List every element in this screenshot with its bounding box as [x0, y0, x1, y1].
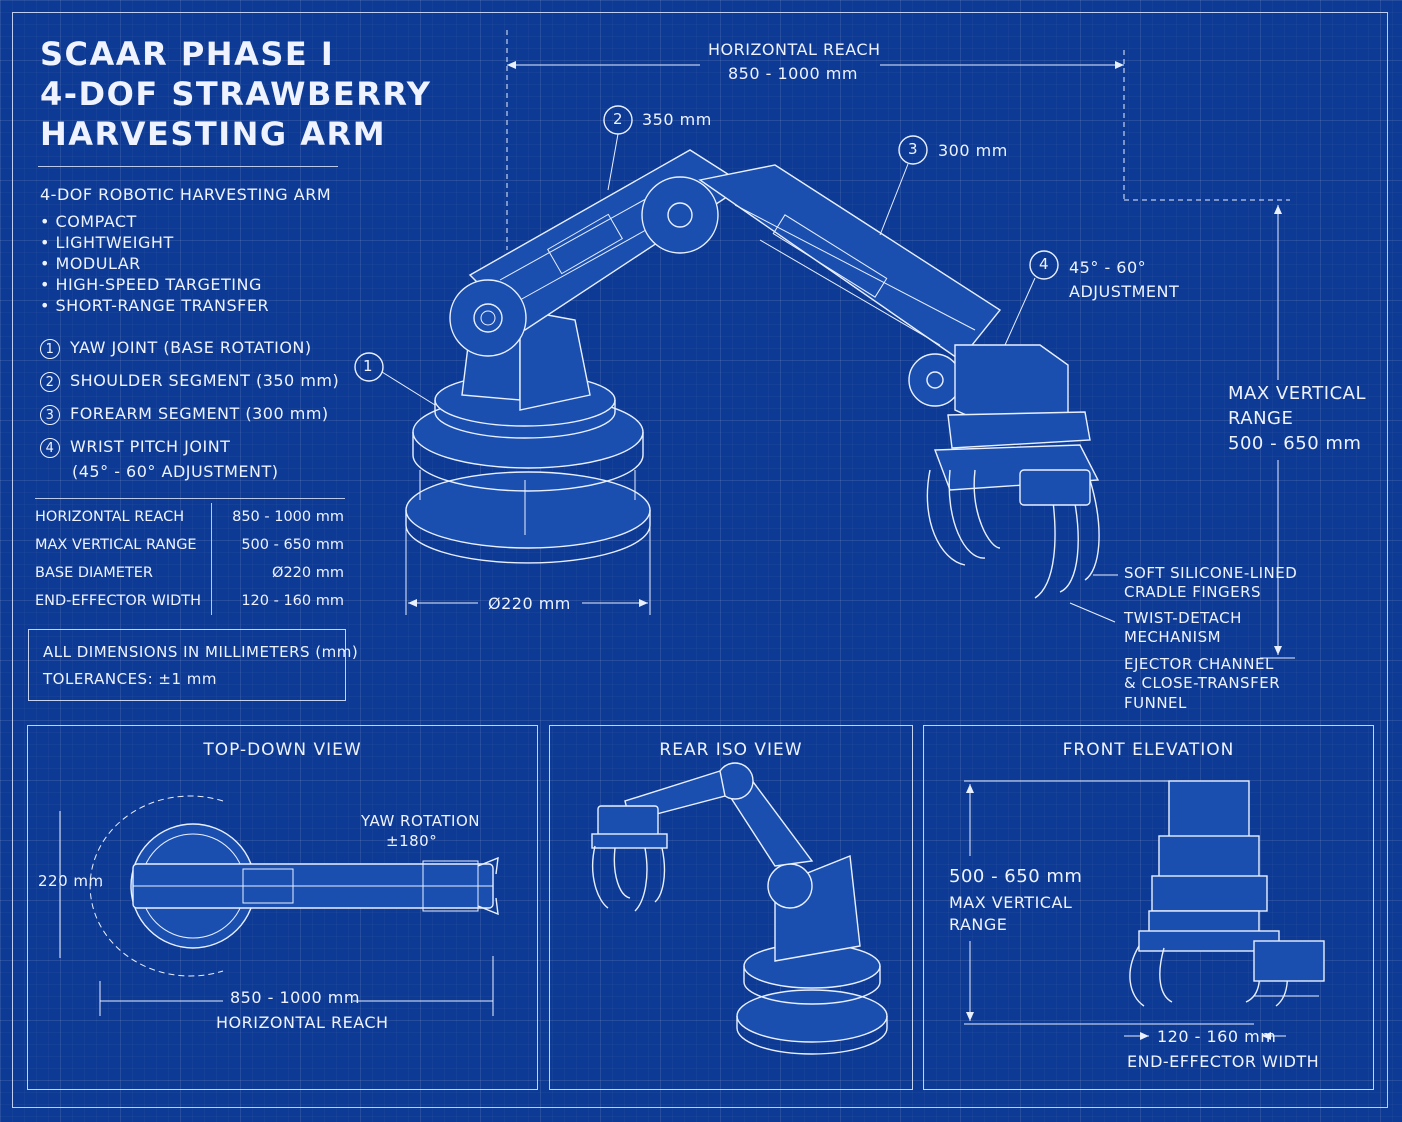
spec-key: BASE DIAMETER — [35, 559, 212, 587]
vertical-range-label: MAX VERTICAL — [1228, 383, 1366, 404]
callout-number: 3 — [40, 404, 60, 425]
part-label: SHOULDER SEGMENT (350 mm) — [70, 371, 340, 390]
gripper-note: SOFT SILICONE-LINED — [1124, 564, 1298, 582]
width-dimension: 220 mm — [38, 872, 104, 890]
part-label-continued: (45° - 60° ADJUSTMENT) — [72, 462, 279, 481]
part-legend-item: 3 FOREARM SEGMENT (300 mm) — [40, 404, 329, 425]
panel-title: REAR ISO VIEW — [659, 740, 803, 760]
reach-label: HORIZONTAL REACH — [216, 1013, 389, 1032]
title-divider — [38, 166, 338, 167]
yaw-rotation-value: ±180° — [386, 832, 438, 850]
part-label: YAW JOINT (BASE ROTATION) — [70, 338, 312, 357]
spec-value: 120 - 160 mm — [241, 593, 344, 609]
panel-title: FRONT ELEVATION — [1062, 740, 1235, 760]
feature-item: • LIGHTWEIGHT — [40, 233, 174, 252]
spec-value: Ø220 mm — [272, 565, 344, 581]
reach-dimension: 850 - 1000 mm — [230, 988, 360, 1007]
blueprint-frame — [12, 12, 1388, 1108]
top-down-view-panel: TOP-DOWN VIEW YAW ROTATION ±180° 220 mm … — [27, 725, 538, 1090]
callout-number: 1 — [363, 357, 374, 375]
rear-iso-view-panel: REAR ISO VIEW — [549, 725, 913, 1090]
spec-value: 850 - 1000 mm — [232, 509, 344, 525]
vertical-range-label-2: RANGE — [949, 915, 1008, 934]
elbow-joint — [641, 176, 719, 254]
part-legend-item: 1 YAW JOINT (BASE ROTATION) — [40, 338, 312, 359]
note-line-2: TOLERANCES: ±1 mm — [43, 670, 217, 688]
part-legend-item: 2 SHOULDER SEGMENT (350 mm) — [40, 371, 339, 392]
callout-number: 4 — [40, 437, 60, 458]
vertical-range-label: MAX VERTICAL — [949, 893, 1073, 912]
table-row: BASE DIAMETER Ø220 mm — [35, 559, 344, 587]
wrist-joint — [908, 344, 1091, 449]
vertical-range-value: 500 - 650 mm — [949, 866, 1083, 887]
table-row: END-EFFECTOR WIDTH 120 - 160 mm — [35, 587, 344, 615]
end-effector-width-label: END-EFFECTOR WIDTH — [1127, 1052, 1320, 1071]
callout-number: 2 — [40, 371, 60, 392]
part-label: FOREARM SEGMENT (300 mm) — [70, 404, 329, 423]
panel-title: TOP-DOWN VIEW — [203, 740, 362, 760]
features-heading: 4-DOF ROBOTIC HARVESTING ARM — [40, 185, 332, 204]
callout-number: 3 — [908, 140, 919, 158]
page-title: SCAAR PHASE I 4-DOF STRAWBERRY HARVESTIN… — [40, 34, 431, 154]
vertical-range-value: 500 - 650 mm — [1228, 433, 1362, 454]
specs-divider — [35, 498, 345, 499]
horizontal-reach-label: HORIZONTAL REACH — [708, 40, 881, 59]
table-row: HORIZONTAL REACH 850 - 1000 mm — [35, 503, 344, 531]
callout-number: 4 — [1039, 255, 1050, 273]
gripper-note: FUNNEL — [1124, 694, 1187, 712]
top-down-drawing — [59, 795, 499, 1016]
wrist-angle-label: 45° - 60° — [1069, 258, 1147, 277]
front-elevation-drawing — [964, 780, 1325, 1040]
gripper-note: & CLOSE-TRANSFER — [1124, 674, 1281, 692]
feature-item: • COMPACT — [40, 212, 137, 231]
wrist-angle-label-2: ADJUSTMENT — [1069, 282, 1180, 301]
feature-item: • MODULAR — [40, 254, 141, 273]
note-line-1: ALL DIMENSIONS IN MILLIMETERS (mm) — [43, 643, 359, 661]
title-line-2: 4-DOF STRAWBERRY — [40, 75, 432, 113]
feature-item: • SHORT-RANGE TRANSFER — [40, 296, 270, 315]
front-elevation-panel: FRONT ELEVATION 500 - 650 mm MAX VERTICA… — [923, 725, 1374, 1090]
title-line-3: HARVESTING ARM — [40, 115, 387, 153]
gripper-note: EJECTOR CHANNEL — [1124, 655, 1274, 673]
dimensions-note-box: ALL DIMENSIONS IN MILLIMETERS (mm) TOLER… — [28, 629, 358, 701]
rear-iso-drawing — [591, 762, 888, 1055]
gripper-note: CRADLE FINGERS — [1124, 583, 1262, 601]
gripper-note: TWIST-DETACH — [1124, 609, 1242, 627]
base-diameter-label: Ø220 mm — [488, 594, 571, 613]
horizontal-reach-value: 850 - 1000 mm — [728, 64, 858, 83]
spec-value: 500 - 650 mm — [241, 537, 344, 553]
shoulder-length-label: 350 mm — [642, 110, 712, 129]
specs-table: HORIZONTAL REACH 850 - 1000 mm MAX VERTIC… — [35, 503, 344, 615]
callout-number: 1 — [40, 338, 60, 359]
title-line-1: SCAAR PHASE I — [40, 35, 335, 73]
forearm-length-label: 300 mm — [938, 141, 1008, 160]
gripper-assembly — [926, 444, 1100, 599]
table-row: MAX VERTICAL RANGE 500 - 650 mm — [35, 531, 344, 559]
part-label: WRIST PITCH JOINT — [70, 437, 231, 456]
yaw-rotation-label: YAW ROTATION — [361, 812, 480, 830]
vertical-range-label-2: RANGE — [1228, 408, 1294, 429]
part-legend-item: 4 WRIST PITCH JOINT — [40, 437, 230, 458]
gripper-note: MECHANISM — [1124, 628, 1222, 646]
spec-key: HORIZONTAL REACH — [35, 503, 212, 531]
feature-item: • HIGH-SPEED TARGETING — [40, 275, 262, 294]
base-assembly — [405, 308, 651, 564]
spec-key: END-EFFECTOR WIDTH — [35, 587, 212, 615]
callout-number: 2 — [613, 110, 624, 128]
forearm-segment — [698, 164, 1002, 361]
end-effector-width-value: 120 - 160 mm — [1157, 1027, 1277, 1046]
spec-key: MAX VERTICAL RANGE — [35, 531, 212, 559]
